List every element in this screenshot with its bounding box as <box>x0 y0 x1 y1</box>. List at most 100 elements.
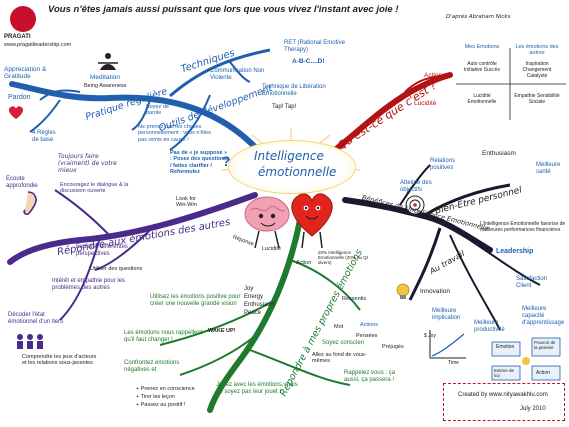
credit-line-1[interactable]: Created by www.nityawakhlu.com <box>458 392 548 398</box>
grid-header-autres: Les émotions des autres <box>515 44 559 57</box>
item-energy: Energy <box>244 294 264 300</box>
branch-travail <box>408 227 442 301</box>
heart-character <box>291 193 333 249</box>
item-joy: Joy <box>244 286 254 292</box>
meditation-icon <box>98 53 118 70</box>
item-encourager: Encouragez le dialogue & la discussion o… <box>60 182 129 195</box>
item-passez: + Passez au positif ! <box>136 402 186 408</box>
grid-cell-inspiration: Inspiration Changement Catalyste <box>522 61 552 79</box>
credit-line-2: July 2010 <box>520 406 546 412</box>
item-pas-de-suppose: Pas de « je suppose » : Posez des questi… <box>170 150 228 175</box>
item-leadership: Leadership <box>496 248 534 255</box>
people-icon <box>17 334 43 349</box>
item-meditation: Meditation <box>90 74 120 81</box>
item-satisfaction: Satisfaction Client <box>516 276 548 289</box>
branch-techniques <box>9 81 261 153</box>
logo-name: PRAGATI <box>4 34 31 40</box>
box-estime: Estime de soi <box>494 368 515 379</box>
item-enthusiasm-jep: Enthusiasm <box>244 302 276 308</box>
item-explorer: Explorer différentes perspectives <box>76 244 128 257</box>
item-prejuges: Préjugés <box>382 344 404 350</box>
branch-autres-up <box>54 189 111 237</box>
branch-benefices <box>342 197 493 253</box>
branch-propres-right2 <box>249 349 351 386</box>
logo-icon <box>10 6 36 32</box>
branch-travail-right <box>469 239 541 286</box>
branch-benefices-up <box>399 164 431 206</box>
item-relations: Relations positives <box>430 158 456 171</box>
branch-quest-action <box>404 75 441 93</box>
item-soyez-conscien: Soyez conscien <box>322 340 365 346</box>
item-meilleure-sante: Meilleure santé <box>536 162 561 175</box>
lightbulb-icon <box>396 283 410 299</box>
item-abcd: A-B-C....D! <box>292 58 325 65</box>
item-utilisez: Utilisez les émotions positive pour crée… <box>150 294 241 307</box>
credit-box: Created by www.nityawakhlu.com July 2010 <box>443 383 565 421</box>
central-topic <box>228 140 356 194</box>
page-title: Vous n'êtes jamais aussi puissant que lo… <box>48 4 399 15</box>
branch-travail-down <box>449 234 501 331</box>
item-toujours: Toujours faire (vraiment) de votre mieux <box>58 153 117 174</box>
branch-propres-right <box>289 259 361 311</box>
item-rappelez: Rappelez vous : ça aussi, ça passera ! <box>344 370 396 383</box>
target-icon <box>405 195 425 215</box>
item-tap: Tap! Tap! <box>272 104 297 110</box>
item-ret: RET (Rational Emotive Therapy) <box>284 40 345 53</box>
item-meilleure-capacite: Meilleure capacité d'apprentissage <box>522 306 565 326</box>
logo-url[interactable]: www.pragatileadership.com <box>4 42 72 48</box>
ie-grid: Mes Emotions Les émotions des autres Aut… <box>454 40 566 122</box>
item-pardon: Pardon <box>8 94 31 101</box>
label-lucidite: Lucidité <box>262 246 281 252</box>
item-prenez: + Prenez en conscience <box>136 386 195 392</box>
item-meilleure-implication: Meilleure implication <box>432 308 461 321</box>
item-appreciation: Appreciation & Gratitude <box>4 66 47 81</box>
item-action: Action <box>424 72 443 79</box>
graph-icon <box>429 330 466 359</box>
item-emotions-rappellent: Les émotions nous rappellent qu'il faut … <box>124 330 203 343</box>
item-soyez: Soyez de parole <box>146 104 169 117</box>
grid-cell-lucidite: Lucidité Emotionnelle <box>467 93 497 105</box>
item-jouez: Jouez avec les émotions, mais ne soyez p… <box>216 382 298 395</box>
heart-pardon-icon <box>8 106 24 119</box>
branch-regles <box>29 99 61 133</box>
grid-cell-auto: Auto contrôle Initiative Succès <box>463 61 501 73</box>
item-decoder: Décoder l'état émotionnel d'un tiers <box>8 312 64 325</box>
item-look-for: Look for Win-Win <box>176 196 197 209</box>
item-ecoute: Ecoute approfondie <box>6 176 38 189</box>
item-meilleure-productivite: Meilleure productivité <box>474 320 505 333</box>
label-pct: 20% Intelligence Emotionnelle (20% du QI… <box>318 250 369 266</box>
grid-cell-empathie: Empathie Sensibilité Sociale <box>514 93 560 105</box>
item-wake-up: WAKE UP! <box>208 328 236 334</box>
item-time: Time <box>448 360 459 366</box>
brain-character <box>244 196 290 249</box>
center-line-1: Intelligence <box>254 149 324 163</box>
question-icon: ? <box>222 153 231 169</box>
branch-propres-left2 <box>179 329 263 376</box>
branch-cnv <box>229 61 251 83</box>
branch-autres-mid <box>94 229 151 271</box>
item-mot: Mot <box>334 324 344 330</box>
item-tirer: + Tirer les leçon <box>136 394 175 400</box>
item-peace: Peace <box>244 310 262 316</box>
item-utiliser: Utiliser des questions <box>90 266 143 272</box>
center-line-2: émotionnelle <box>258 165 337 179</box>
item-enthusiasm: Enthusiasm <box>482 150 516 157</box>
branch-quest <box>332 72 453 153</box>
branch-propres <box>207 217 303 413</box>
svg-text:?: ? <box>222 153 231 169</box>
box-pouvoir: Pouvoir de la pensée <box>534 340 556 351</box>
item-allez: Allez au fond de vous-mêmes <box>312 352 367 365</box>
box-action: Action <box>536 370 550 376</box>
triad-diagram <box>491 337 561 381</box>
item-actions: Actions <box>360 322 379 328</box>
item-regles: 4 Règles de base <box>32 130 56 143</box>
item-confrontez: Confrontez émotions négatives et <box>124 360 180 373</box>
item-s-joy: $ Joy <box>424 333 436 339</box>
branch-techniques-upper <box>169 48 271 98</box>
item-ie-favorise: L'Intelligence Emotionnelle favorise de … <box>480 221 566 233</box>
branch-pas-de <box>169 94 211 151</box>
item-innovation: Innovation <box>420 288 450 295</box>
item-ne-prenez: Ne prenez pas les choses personnellement… <box>138 124 211 143</box>
